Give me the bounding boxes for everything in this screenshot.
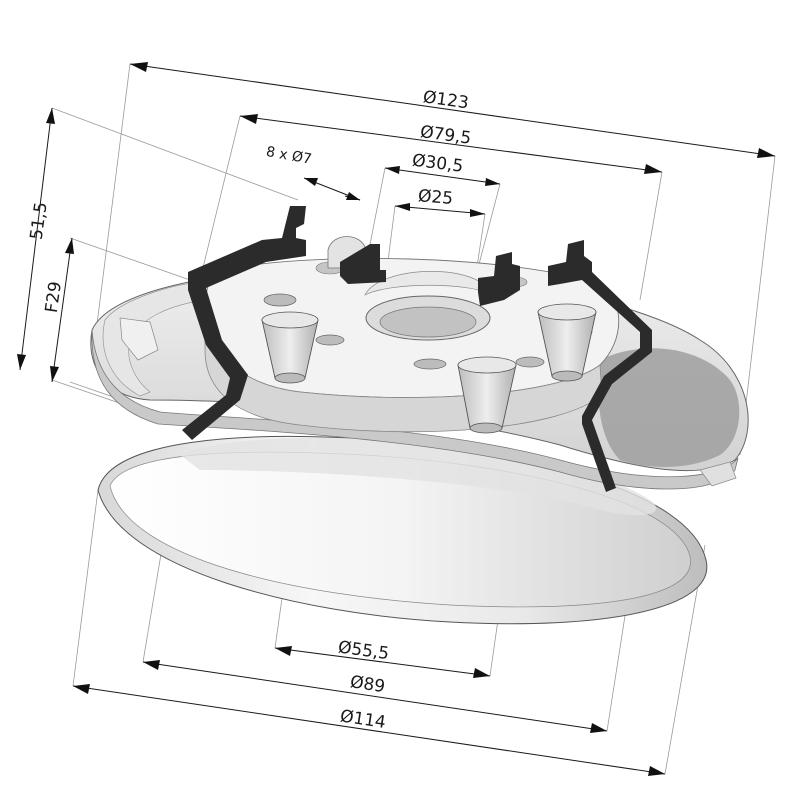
mounting-holes [263,261,593,370]
stud-tip [551,370,583,382]
label-d-outer-top: Ø123 [422,87,470,113]
suction-cup-part [90,206,749,625]
bellows-inner-shade [180,437,657,516]
section-cut-hook-left [340,244,386,284]
central-bore-inner [379,306,477,338]
section-cut-left [182,206,306,440]
label-d-inner-2: Ø25 [417,186,454,209]
side-clip-left [119,317,159,361]
mounting-hole [413,358,447,370]
section-cut-right [548,240,652,492]
stud-top [537,303,597,321]
label-height-f: F29 [42,280,66,314]
label-height-total: 51,5 [27,201,52,241]
label-d-lip-outer: Ø114 [339,706,387,733]
mounting-hole [515,356,545,368]
conical-studs [261,303,597,434]
dimension-lines [17,62,776,776]
label-d-mount: Ø79,5 [419,122,472,149]
stud-tip [274,372,306,384]
side-clip-right [699,461,737,487]
mounting-hole [315,334,345,346]
label-d-lip-inner: Ø55,5 [337,638,390,665]
right-inner-wall [598,348,740,467]
stud-top [457,356,517,374]
stud-top [261,311,319,329]
section-cut-hook-right [478,252,520,306]
stud-tip [469,422,503,434]
label-holes: 8 x Ø7 [265,144,313,168]
mounting-hole [263,293,297,307]
